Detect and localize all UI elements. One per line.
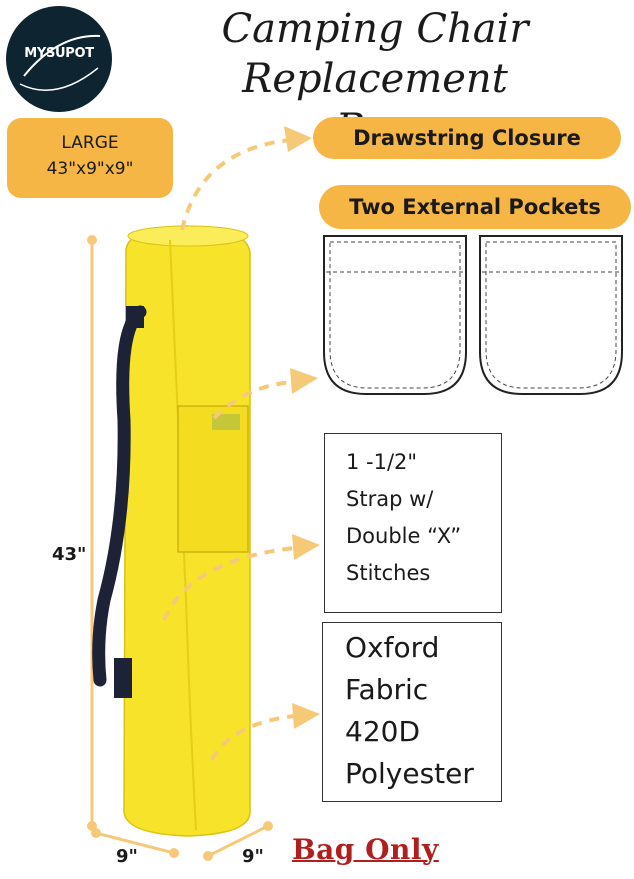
yellow-bag-illustration <box>92 225 251 837</box>
logo-text: MYSUPOT <box>24 46 94 61</box>
brand-logo: MYSUPOT <box>6 6 112 112</box>
bag-only-label: Bag Only <box>292 833 439 866</box>
external-pockets-pill: Two External Pockets <box>319 185 631 229</box>
fabric-line-1: Oxford <box>345 631 440 664</box>
fabric-line-4: Polyester <box>345 757 474 790</box>
depth-dimension-line <box>203 821 273 861</box>
depth-label: 9" <box>242 846 264 867</box>
pocket-left-illustration <box>323 235 467 395</box>
arrow-drawstring-icon <box>180 126 312 231</box>
strap-line-4: Stitches <box>346 561 431 585</box>
arrow-fabric-icon <box>210 703 320 761</box>
arrow-strap-icon <box>162 534 320 621</box>
strap-feature-box: 1 -1/2" Strap w/ Double “X” Stitches <box>324 433 502 613</box>
strap-line-1: 1 -1/2" <box>346 450 418 474</box>
size-dimensions: 43"x9"x9" <box>46 159 134 179</box>
arrow-pocket-icon <box>212 368 318 420</box>
fabric-line-3: 420D <box>345 715 421 748</box>
title-line-1: Camping Chair Replacement <box>221 6 529 102</box>
strap-line-2: Strap w/ <box>346 487 434 511</box>
pocket-right-illustration <box>479 235 623 395</box>
size-badge: LARGE 43"x9"x9" <box>7 118 173 198</box>
width-label: 9" <box>116 846 138 867</box>
height-label: 43" <box>52 544 87 565</box>
fabric-line-2: Fabric <box>345 673 429 706</box>
drawstring-closure-pill: Drawstring Closure <box>313 117 621 159</box>
strap-line-3: Double “X” <box>346 524 462 548</box>
logo-swoosh-icon <box>19 34 101 91</box>
fabric-feature-box: Oxford Fabric 420D Polyester <box>322 622 502 802</box>
width-dimension-line <box>91 828 179 858</box>
height-dimension-line <box>87 235 97 831</box>
size-label: LARGE <box>61 133 119 153</box>
